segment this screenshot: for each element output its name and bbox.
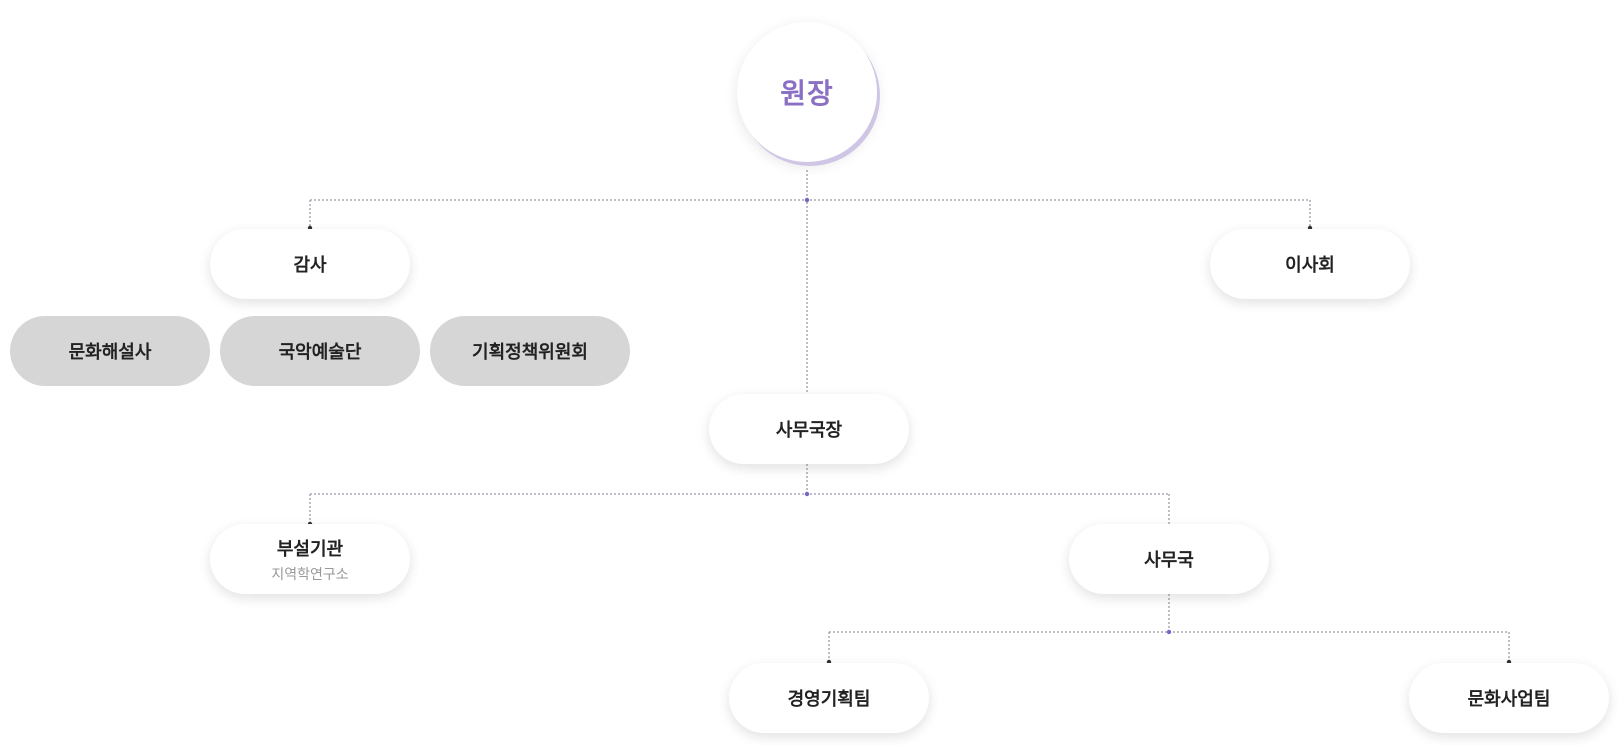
team-node-management-planning[interactable]: 경영기획팀: [729, 663, 929, 733]
audit-node[interactable]: 감사: [210, 229, 410, 299]
junction-dot: [804, 491, 810, 497]
secretary-general-label: 사무국장: [775, 420, 843, 441]
affiliated-institution-sublabel: 지역학연구소: [271, 566, 349, 583]
team-label: 문화사업팀: [1467, 689, 1551, 710]
board-node[interactable]: 이사회: [1210, 229, 1410, 299]
team-node-culture-business[interactable]: 문화사업팀: [1409, 663, 1609, 733]
junction-dot: [804, 197, 810, 203]
affiliated-institution-label: 부설기관: [276, 538, 344, 560]
board-label: 이사회: [1285, 255, 1335, 276]
director-node[interactable]: 원장: [737, 22, 877, 162]
team-label: 경영기획팀: [787, 689, 871, 710]
committee-node-planning-policy[interactable]: 기획정책위원회: [430, 316, 630, 386]
director-label: 원장: [780, 77, 834, 110]
secretariat-label: 사무국: [1144, 550, 1194, 571]
secretary-general-node[interactable]: 사무국장: [709, 394, 909, 464]
junction-dot: [1166, 629, 1172, 635]
secretariat-node[interactable]: 사무국: [1069, 524, 1269, 594]
committee-label: 기획정책위원회: [472, 342, 588, 363]
affiliated-institution-node[interactable]: 부설기관 지역학연구소: [210, 524, 410, 594]
committee-node-gugak-troupe[interactable]: 국악예술단: [220, 316, 420, 386]
committee-label: 국악예술단: [278, 342, 362, 363]
committee-label: 문화해설사: [68, 342, 152, 363]
audit-label: 감사: [293, 255, 327, 276]
committee-node-culture-guide[interactable]: 문화해설사: [10, 316, 210, 386]
